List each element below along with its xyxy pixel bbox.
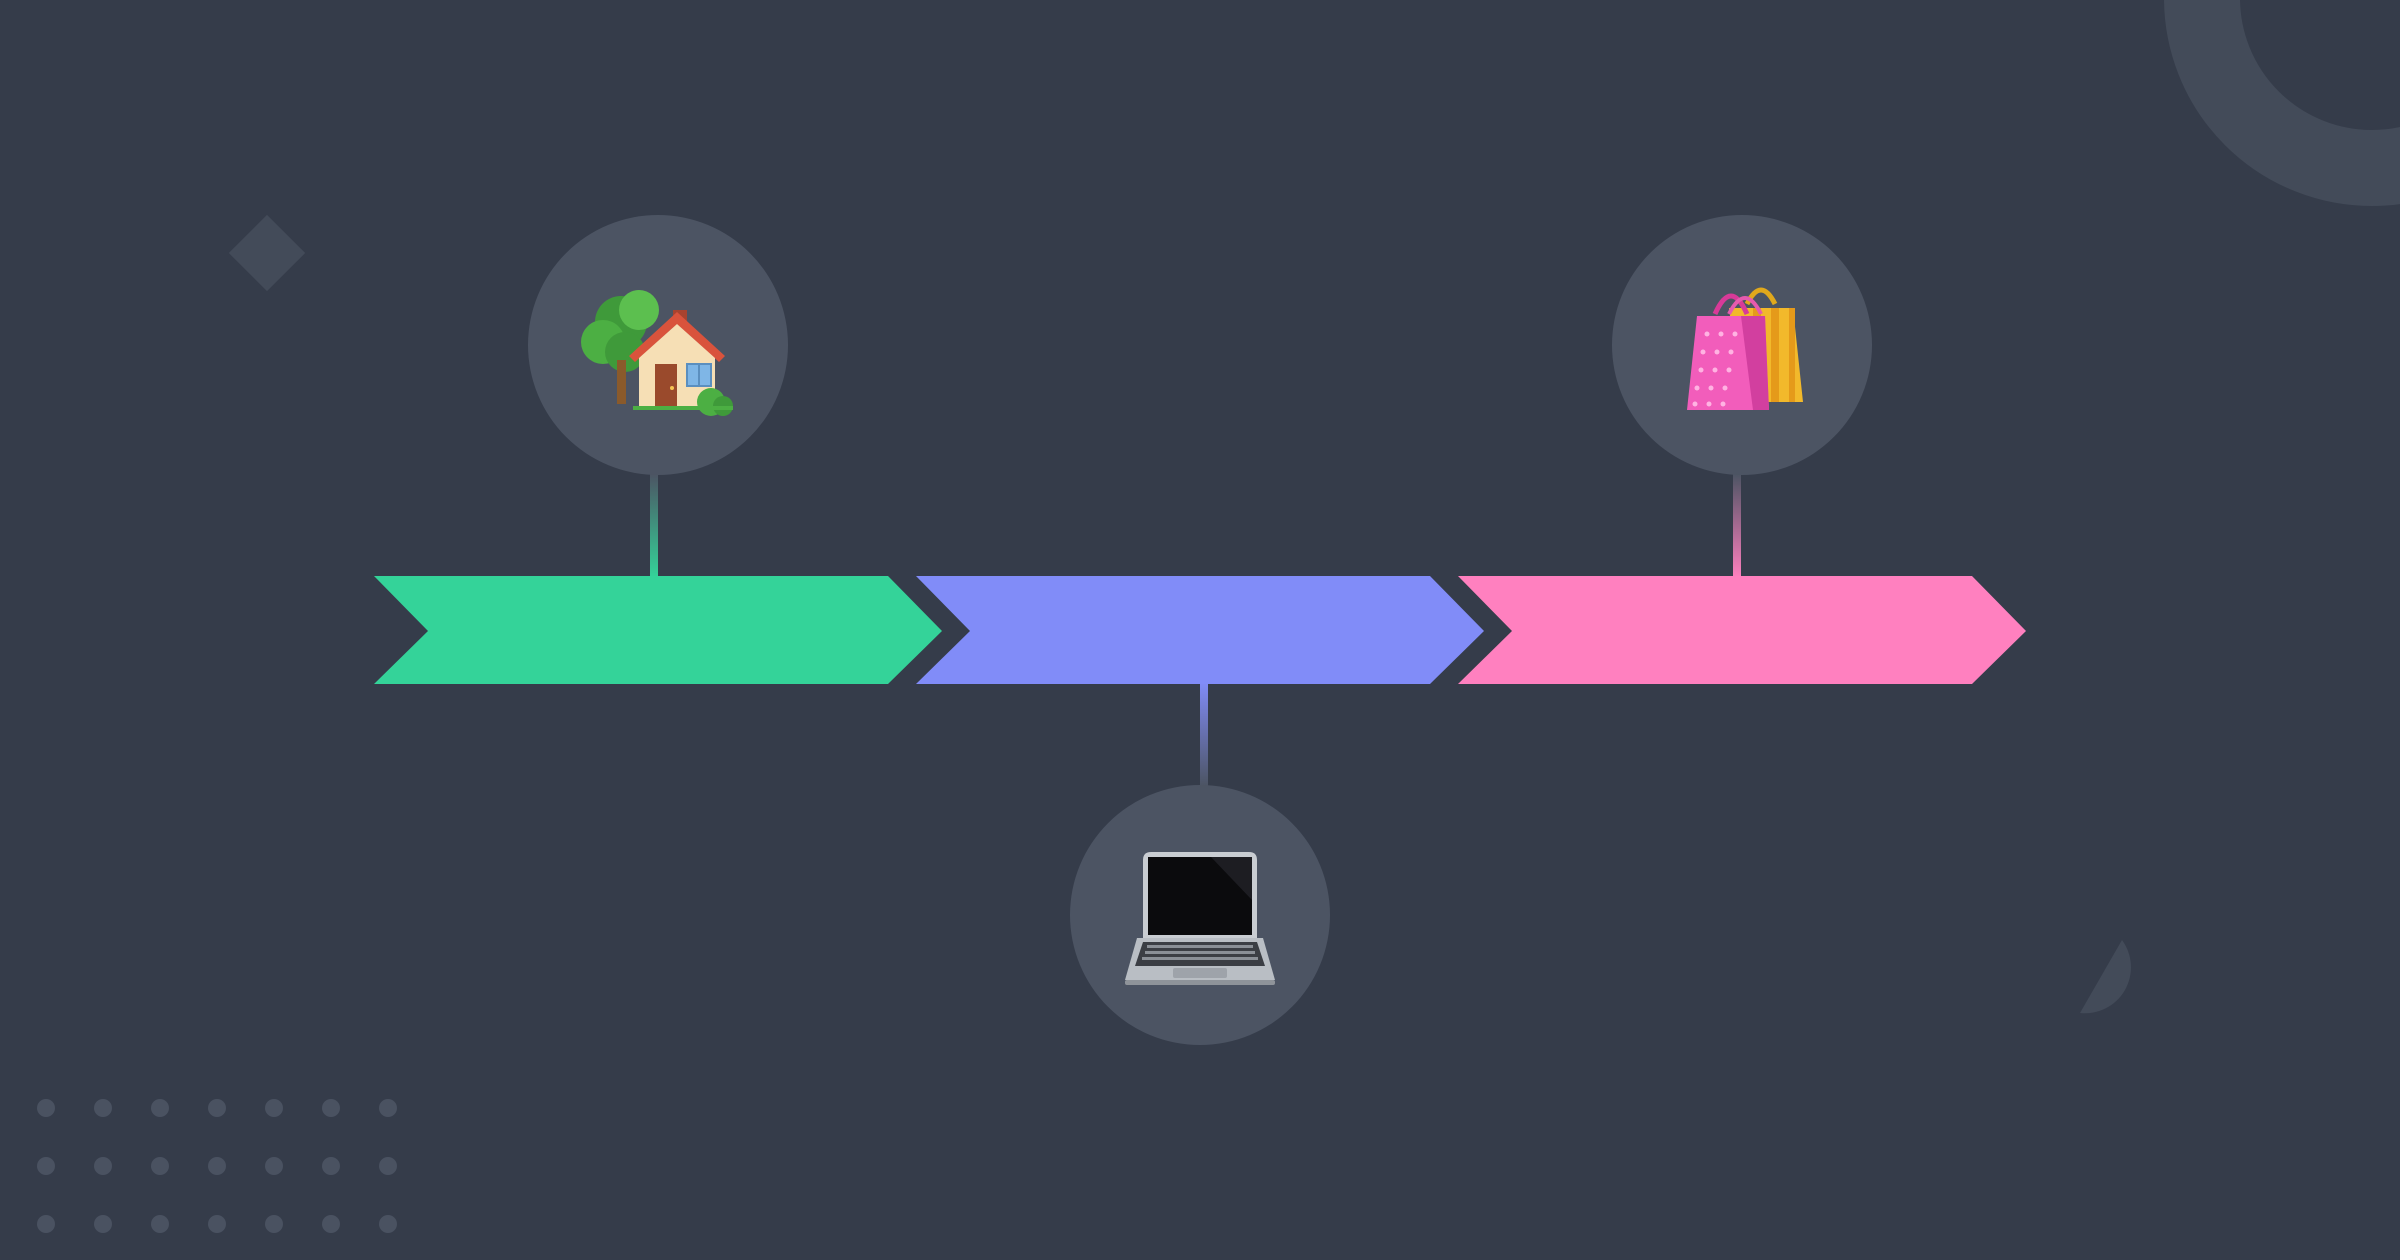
decor-dot <box>151 1099 169 1117</box>
decor-dot <box>265 1215 283 1233</box>
connector-stem-1 <box>650 474 658 578</box>
decor-dot <box>379 1099 397 1117</box>
decor-dot <box>37 1099 55 1117</box>
decor-dot <box>322 1157 340 1175</box>
stage-arrow-3 <box>1458 576 2026 684</box>
decor-dot <box>265 1157 283 1175</box>
decor-dot <box>379 1215 397 1233</box>
decor-dot <box>208 1157 226 1175</box>
decor-dot-grid <box>37 1099 397 1233</box>
decor-dot <box>208 1099 226 1117</box>
stage-1-icon-circle <box>528 215 788 475</box>
decor-dot <box>37 1157 55 1175</box>
decor-dot <box>94 1215 112 1233</box>
connector-stem-2 <box>1200 682 1208 786</box>
decor-dot <box>379 1157 397 1175</box>
decor-diamond <box>228 214 306 292</box>
decor-dot <box>94 1099 112 1117</box>
shopping-bags-icon <box>1687 287 1803 410</box>
decor-quarter <box>2080 940 2131 1014</box>
laptop-icon <box>1125 852 1275 985</box>
stage-2-icon-circle <box>1070 785 1330 1045</box>
house-icon <box>581 290 733 416</box>
connector-stem-3 <box>1733 474 1741 578</box>
decor-dot <box>322 1215 340 1233</box>
decor-dot <box>151 1157 169 1175</box>
decor-ring <box>2164 0 2400 206</box>
decor-dot <box>322 1099 340 1117</box>
stage-arrow-1 <box>374 576 942 684</box>
decor-dot <box>94 1157 112 1175</box>
stage-3-icon-circle <box>1612 215 1872 475</box>
decor-dot <box>265 1099 283 1117</box>
decor-dot <box>151 1215 169 1233</box>
decor-dot <box>37 1215 55 1233</box>
decor-dot <box>208 1215 226 1233</box>
stage-arrow-2 <box>916 576 1484 684</box>
